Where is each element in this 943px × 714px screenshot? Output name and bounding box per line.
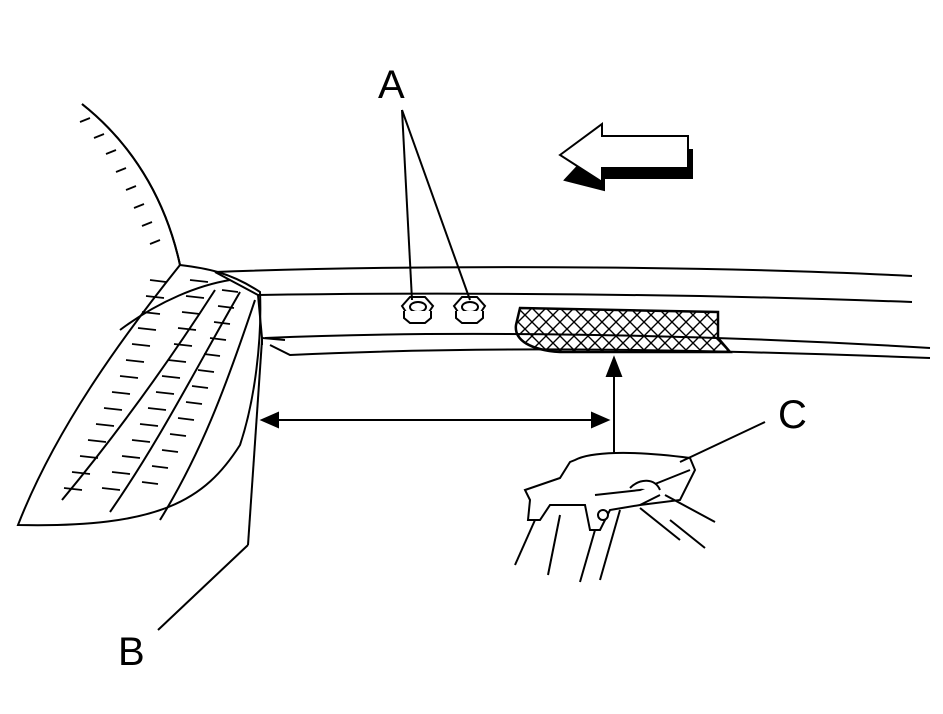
dimension-arrow <box>259 411 611 429</box>
callout-label-a: A <box>378 63 405 107</box>
jack-lift-icon <box>514 451 716 583</box>
callout-label-b: B <box>118 630 145 674</box>
arrow-left-icon <box>558 122 693 192</box>
tire-tread <box>16 103 262 527</box>
leader-lines <box>157 109 766 631</box>
callout-label-c: C <box>778 393 807 437</box>
tread-ticks <box>63 117 239 491</box>
hex-nut-icon <box>400 296 435 324</box>
hex-nut-icon <box>452 296 487 324</box>
lift-pad <box>514 306 733 354</box>
